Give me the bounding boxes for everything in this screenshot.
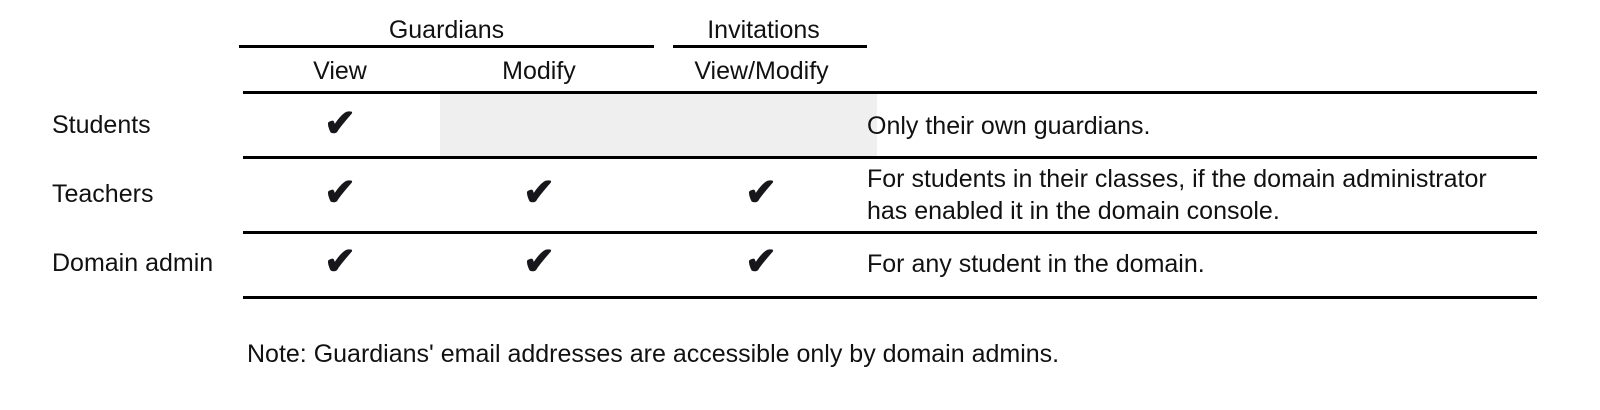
row-label-domain-admin: Domain admin bbox=[52, 249, 214, 277]
check-domain-admin-invitations: ✔ bbox=[745, 241, 777, 283]
table-note: Note: Guardians' email addresses are acc… bbox=[247, 340, 1060, 368]
row-label-teachers: Teachers bbox=[52, 180, 154, 208]
column-header-modify: Modify bbox=[502, 57, 576, 85]
check-teachers-guardians-modify: ✔ bbox=[523, 172, 555, 214]
table-rule-header-bottom bbox=[243, 91, 1537, 94]
table-rule-after-teachers bbox=[243, 231, 1537, 234]
group-rule-guardians bbox=[239, 45, 654, 48]
row-description-students: Only their own guardians. bbox=[867, 112, 1151, 140]
check-domain-admin-guardians-view: ✔ bbox=[324, 241, 356, 283]
table-rule-after-students bbox=[243, 156, 1537, 159]
column-header-view: View bbox=[313, 57, 367, 85]
check-domain-admin-guardians-modify: ✔ bbox=[523, 241, 555, 283]
group-header-guardians: Guardians bbox=[388, 16, 505, 44]
row-description-teachers: For students in their classes, if the do… bbox=[867, 165, 1487, 225]
check-students-guardians-view: ✔ bbox=[324, 103, 356, 145]
group-rule-invitations bbox=[673, 45, 867, 48]
row-label-students: Students bbox=[52, 111, 151, 139]
column-header-view-modify: View/Modify bbox=[694, 57, 829, 85]
check-teachers-guardians-view: ✔ bbox=[324, 172, 356, 214]
check-teachers-invitations: ✔ bbox=[745, 172, 777, 214]
row-description-domain-admin: For any student in the domain. bbox=[867, 250, 1205, 278]
disabled-cell-students-modify-invitations bbox=[440, 94, 877, 157]
table-rule-bottom bbox=[243, 296, 1537, 299]
group-header-invitations: Invitations bbox=[707, 16, 820, 44]
